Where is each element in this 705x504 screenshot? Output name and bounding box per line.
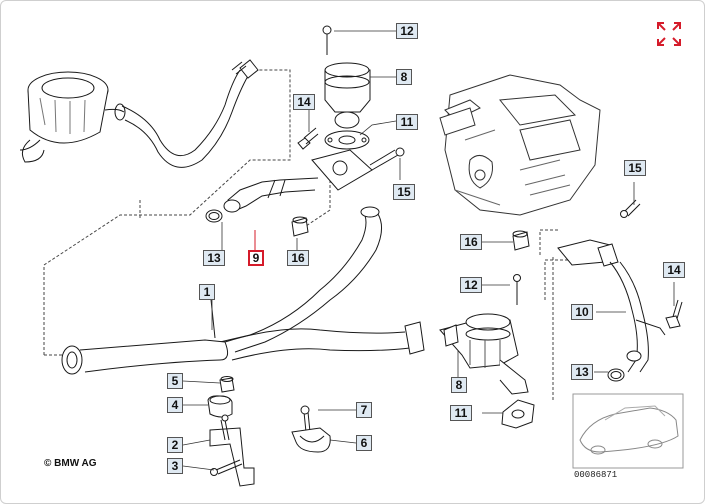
part-label-2[interactable]: 2: [167, 437, 183, 453]
part-label-12-upper[interactable]: 12: [396, 23, 418, 39]
part-label-16-left[interactable]: 16: [287, 250, 309, 266]
pipe-part-10: [557, 239, 666, 373]
part-label-16-right[interactable]: 16: [460, 234, 482, 250]
pump-hose: [121, 59, 259, 168]
copyright-notice: © BMW AG: [44, 458, 97, 469]
bolt-right-15: [620, 199, 641, 218]
part-label-10[interactable]: 10: [571, 304, 593, 320]
part-label-13-left[interactable]: 13: [203, 250, 225, 266]
bolt-7: [300, 405, 311, 433]
clamp-6: [291, 427, 331, 453]
vehicle-thumbnail: [572, 393, 684, 469]
part-label-6[interactable]: 6: [356, 435, 372, 451]
part-label-7[interactable]: 7: [356, 402, 372, 418]
air-valve-lower: [439, 274, 529, 395]
bolt-3: [210, 459, 243, 476]
part-label-8-upper[interactable]: 8: [396, 69, 412, 85]
part-label-5[interactable]: 5: [167, 373, 183, 389]
clamp-nut-5: [219, 376, 235, 393]
part-label-11-lower[interactable]: 11: [450, 405, 472, 421]
part-label-4[interactable]: 4: [167, 397, 183, 413]
rubber-bushing-left: [291, 216, 309, 237]
part-label-8-lower[interactable]: 8: [451, 377, 467, 393]
part-label-13-right[interactable]: 13: [571, 364, 593, 380]
y-pipe-main: [61, 206, 425, 375]
part-label-14-right[interactable]: 14: [663, 262, 685, 278]
part-label-14-upper[interactable]: 14: [293, 94, 315, 110]
bolt-right-14: [665, 299, 683, 329]
o-ring-left: [205, 209, 223, 223]
part-label-9-selected[interactable]: 9: [248, 250, 264, 266]
secondary-air-pump: [19, 71, 126, 163]
rubber-bushing-right: [512, 230, 530, 251]
leader-lines: [182, 30, 675, 471]
pipe-part-9: [223, 149, 373, 255]
bolts-upper: [297, 127, 405, 171]
part-label-3[interactable]: 3: [167, 458, 183, 474]
engine-block: [439, 74, 601, 216]
part-label-1[interactable]: 1: [199, 284, 215, 300]
bracket-2: [209, 414, 255, 487]
part-label-15-right[interactable]: 15: [624, 160, 646, 176]
diagram-id: 00086871: [574, 470, 618, 480]
part-label-12-lower[interactable]: 12: [460, 277, 482, 293]
part-label-15-upper[interactable]: 15: [393, 184, 415, 200]
rubber-mount-4: [207, 395, 233, 418]
o-ring-right: [607, 368, 625, 382]
air-valve-upper: [322, 25, 371, 129]
gasket-lower: [501, 399, 535, 429]
gasket-upper: [324, 130, 370, 150]
part-label-11-upper[interactable]: 11: [396, 114, 418, 130]
expand-icon[interactable]: [655, 20, 683, 48]
